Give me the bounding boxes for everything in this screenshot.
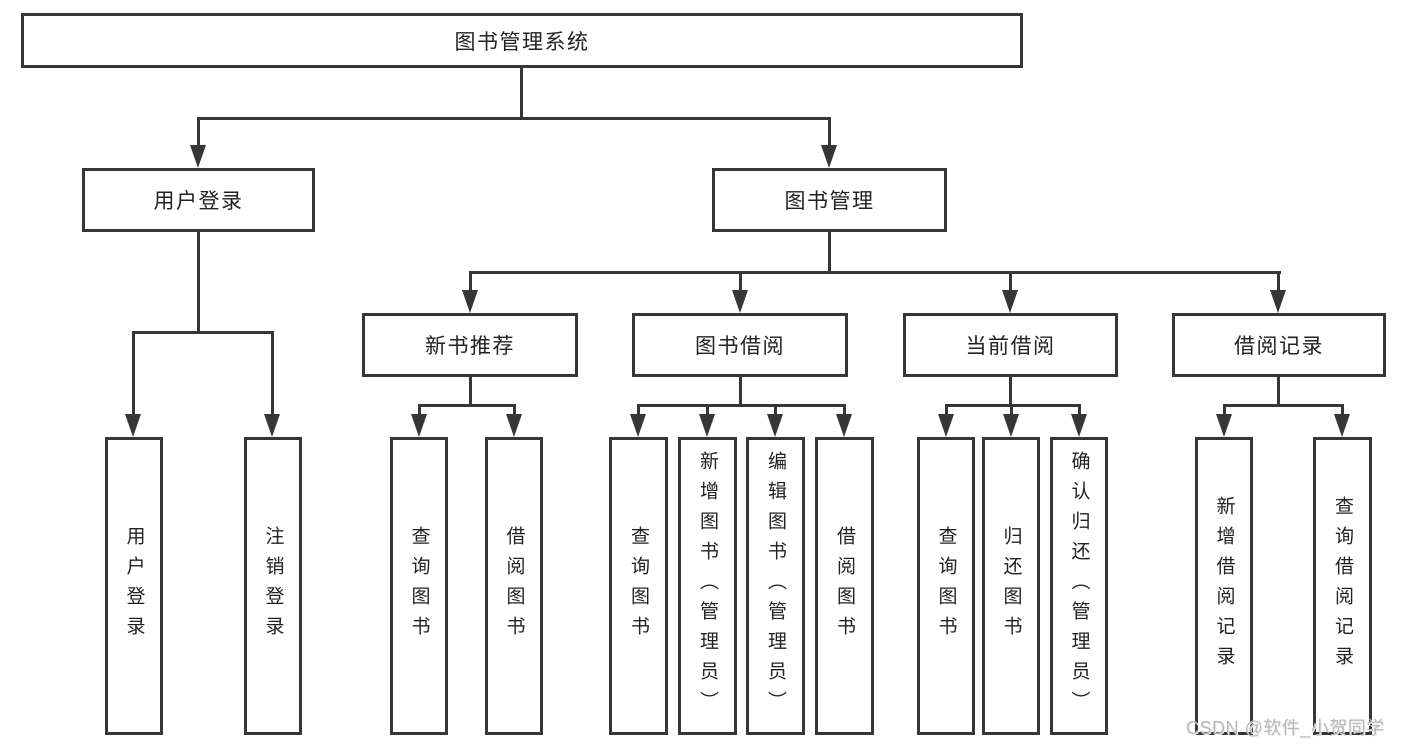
connector-bar <box>1223 404 1343 407</box>
node-book-management: 图书管理 <box>712 168 947 232</box>
arrowhead <box>821 145 837 168</box>
connector-level3-bar <box>469 271 1281 274</box>
arrowhead <box>462 290 478 313</box>
leaf-bb-edit-books-admin: 编辑图书（管理员） <box>746 437 805 735</box>
leaf-br-add-record: 新增借阅记录 <box>1195 437 1253 735</box>
connector-bookmgmt-stem <box>828 232 831 274</box>
arrowhead <box>1270 290 1286 313</box>
arrowhead <box>1216 414 1232 437</box>
connector-stub <box>271 331 274 415</box>
arrowhead <box>264 414 280 437</box>
leaf-bb-add-books-admin-label: 新增图书（管理员） <box>697 451 718 721</box>
leaf-user-login-label: 用户登录 <box>123 526 145 646</box>
node-borrow-records: 借阅记录 <box>1172 313 1386 377</box>
leaf-nb-query-books: 查询图书 <box>390 437 448 735</box>
arrowhead <box>411 414 427 437</box>
connector-stem <box>1277 377 1280 407</box>
node-root: 图书管理系统 <box>21 13 1023 68</box>
leaf-logout-label: 注销登录 <box>262 526 284 646</box>
node-root-label: 图书管理系统 <box>454 30 590 54</box>
arrowhead <box>125 414 141 437</box>
connector-stub <box>469 271 472 293</box>
arrowhead <box>1003 414 1019 437</box>
connector-stub <box>1009 271 1012 293</box>
arrowhead <box>699 414 715 437</box>
connector-stub <box>1010 404 1013 416</box>
connector-stem <box>739 377 742 407</box>
arrowhead <box>732 290 748 313</box>
leaf-user-login: 用户登录 <box>105 437 163 735</box>
arrowhead <box>1002 290 1018 313</box>
connector-stub <box>1078 404 1081 416</box>
connector-root-stem <box>520 68 523 118</box>
connector-bar <box>945 404 1081 407</box>
arrowhead <box>767 414 783 437</box>
node-borrow-records-label: 借阅记录 <box>1234 335 1324 358</box>
connector-stem <box>1009 377 1012 407</box>
connector-stub <box>828 117 831 146</box>
arrowhead <box>1334 414 1350 437</box>
arrowhead <box>190 145 206 168</box>
node-new-book-recommend-label: 新书推荐 <box>425 335 515 358</box>
leaf-logout: 注销登录 <box>244 437 302 735</box>
node-book-borrow: 图书借阅 <box>632 313 848 377</box>
connector-userlogin-bar <box>132 331 274 334</box>
connector-stub <box>843 404 846 416</box>
connector-stub <box>706 404 709 416</box>
connector-stub <box>637 404 640 416</box>
leaf-bb-query-books-label: 查询图书 <box>628 526 649 646</box>
leaf-bb-edit-books-admin-label: 编辑图书（管理员） <box>765 451 786 721</box>
leaf-cb-query-books-label: 查询图书 <box>935 526 957 646</box>
node-book-borrow-label: 图书借阅 <box>695 335 785 358</box>
connector-stub <box>774 404 777 416</box>
connector-bar <box>637 404 846 407</box>
connector-stub <box>132 331 135 415</box>
leaf-br-query-record-label: 查询借阅记录 <box>1332 496 1353 676</box>
leaf-cb-confirm-return-admin-label: 确认归还（管理员） <box>1068 451 1090 721</box>
leaf-nb-query-books-label: 查询图书 <box>408 526 430 646</box>
connector-stem <box>469 377 472 407</box>
leaf-cb-query-books: 查询图书 <box>917 437 975 735</box>
connector-bar <box>418 404 516 407</box>
leaf-br-query-record: 查询借阅记录 <box>1313 437 1372 735</box>
node-current-borrow: 当前借阅 <box>903 313 1118 377</box>
leaf-cb-return-books-label: 归还图书 <box>1000 526 1022 646</box>
arrowhead <box>836 414 852 437</box>
node-book-management-label: 图书管理 <box>784 190 875 213</box>
arrowhead <box>630 414 646 437</box>
connector-userlogin-stem <box>197 232 200 334</box>
connector-stub <box>1277 271 1280 293</box>
arrowhead <box>506 414 522 437</box>
leaf-bb-query-books: 查询图书 <box>609 437 668 735</box>
leaf-bb-add-books-admin: 新增图书（管理员） <box>678 437 737 735</box>
connector-stub <box>1341 404 1344 416</box>
connector-stub <box>1223 404 1226 416</box>
connector-stub <box>513 404 516 416</box>
leaf-cb-return-books: 归还图书 <box>982 437 1040 735</box>
connector-stub <box>739 271 742 293</box>
csdn-watermark: CSDN @软件_小贺同学 <box>1186 718 1385 738</box>
node-user-login-label: 用户登录 <box>153 190 244 213</box>
leaf-bb-borrow-books-label: 借阅图书 <box>834 526 855 646</box>
connector-stub <box>418 404 421 416</box>
connector-stub <box>197 117 200 146</box>
leaf-cb-confirm-return-admin: 确认归还（管理员） <box>1050 437 1108 735</box>
node-user-login: 用户登录 <box>82 168 315 232</box>
leaf-nb-borrow-books: 借阅图书 <box>485 437 543 735</box>
leaf-br-add-record-label: 新增借阅记录 <box>1213 496 1235 676</box>
arrowhead <box>938 414 954 437</box>
leaf-bb-borrow-books: 借阅图书 <box>815 437 874 735</box>
connector-root-bar <box>197 117 831 120</box>
node-current-borrow-label: 当前借阅 <box>965 335 1056 358</box>
leaf-nb-borrow-books-label: 借阅图书 <box>503 526 525 646</box>
connector-stub <box>945 404 948 416</box>
arrowhead <box>1071 414 1087 437</box>
node-new-book-recommend: 新书推荐 <box>362 313 578 377</box>
